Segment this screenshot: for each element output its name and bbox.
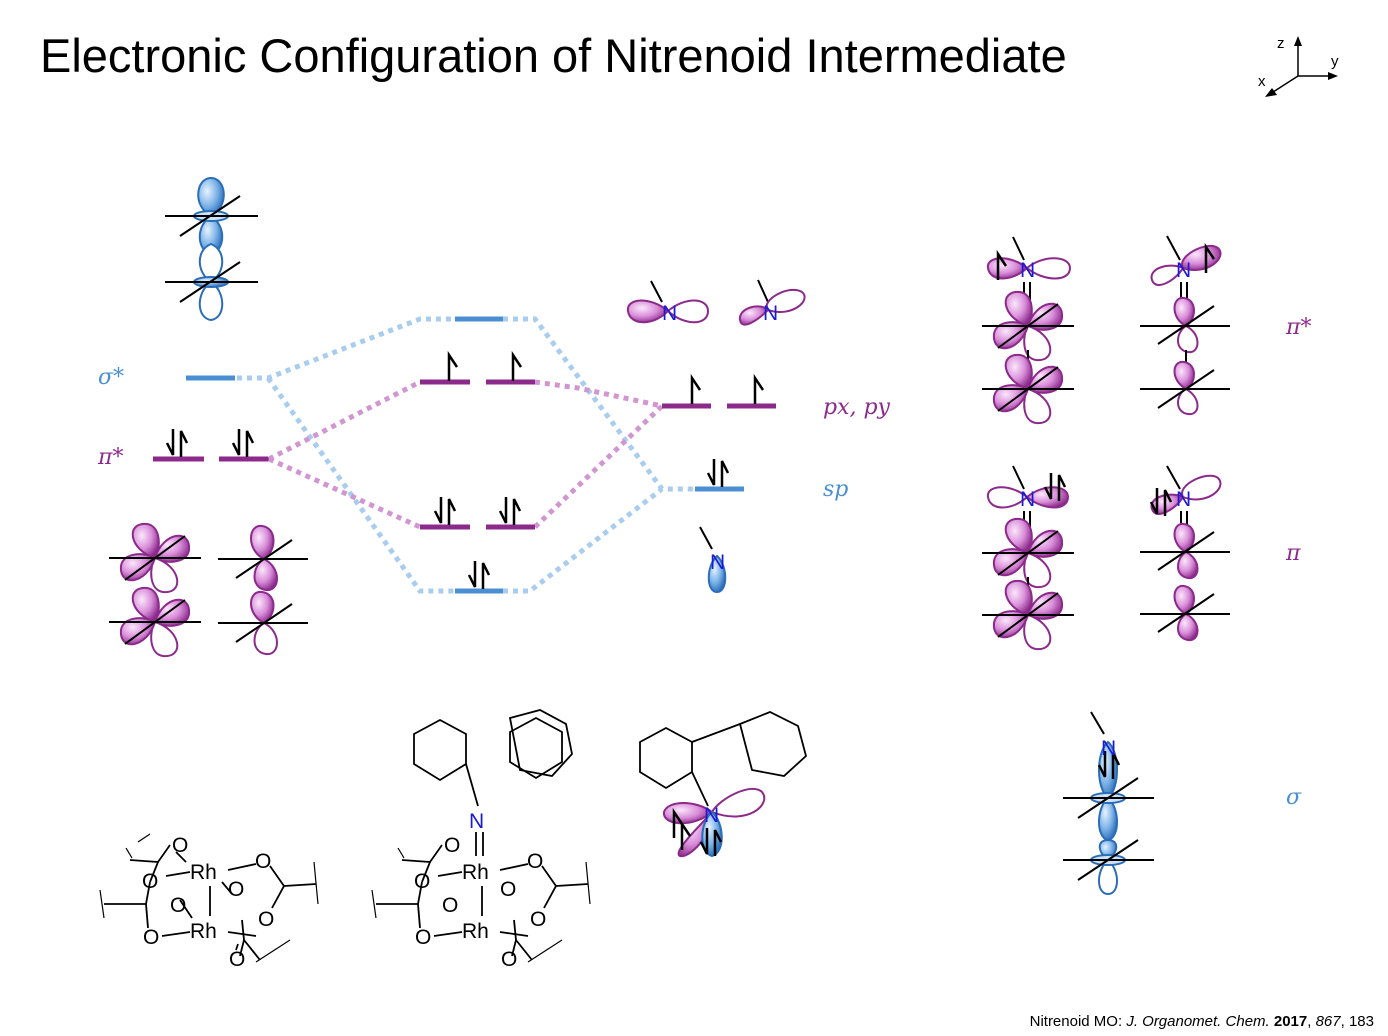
rh2-paddlewheel-structure: [99, 833, 319, 963]
rh2-paddlewheel-labels: Rh Rh O O O O O O O O: [142, 834, 274, 971]
correlation-lines: [237, 316, 695, 594]
oxygen-atom: O: [229, 948, 245, 971]
mo-pi-2-icon: N: [1140, 465, 1230, 642]
sigma-star-label: σ*: [98, 365, 124, 390]
nitrogen-atom: N: [1020, 488, 1035, 511]
citation-page: 183: [1348, 1013, 1374, 1030]
slide-title: Electronic Configuration of Nitrenoid In…: [40, 29, 1067, 82]
nitrogen-atom: N: [662, 302, 677, 325]
oxygen-atom: O: [143, 926, 159, 949]
rh2-pi-star-orbital-icon: [108, 522, 202, 658]
mo-pi-label: π: [1285, 541, 1301, 566]
oxygen-atom: O: [414, 870, 430, 893]
rh-atom: Rh: [462, 861, 489, 884]
axis-y-label: y: [1331, 53, 1339, 70]
oxygen-atom: O: [442, 894, 458, 917]
sp-label: sp: [823, 477, 848, 502]
oxygen-atom: O: [444, 834, 460, 857]
oxygen-atom: O: [170, 894, 186, 917]
citation-year: 2017: [1273, 1013, 1308, 1030]
citation-prefix: Nitrenoid MO:: [1029, 1013, 1127, 1030]
nitrene-py-orbital-icon: N: [738, 279, 806, 326]
rh-atom: Rh: [462, 920, 489, 943]
mo-sigma-label: σ: [1286, 785, 1302, 810]
nitrogen-atom: N: [704, 804, 719, 827]
axis-x-label: x: [1258, 73, 1266, 90]
nitrogen-atom: N: [1176, 259, 1191, 282]
mo-pi-star-2-icon: N: [1140, 235, 1230, 416]
rh2-nitrenoid-structure: [371, 709, 591, 963]
oxygen-atom: O: [255, 850, 271, 873]
biphenyl-nitrene-structure: [639, 711, 808, 807]
nitrogen-atom: N: [710, 551, 725, 574]
electron-pair-icon: [706, 457, 730, 489]
citation-journal: J. Organomet. Chem.: [1126, 1013, 1270, 1030]
mo-pi-star-label: π*: [1285, 315, 1311, 340]
mo-pi-star-1-icon: N: [981, 236, 1075, 425]
mo-pi-1-icon: N: [981, 465, 1075, 651]
rh-atom: Rh: [190, 861, 217, 884]
pxpy-label: px, py: [823, 395, 891, 420]
nitrogen-atom: N: [1020, 259, 1035, 282]
electron-up-icon: [511, 353, 523, 383]
electron-pair-icon: [498, 495, 522, 527]
nitrogen-atom: N: [1176, 488, 1191, 511]
electron-pair-icon: [433, 495, 457, 527]
oxygen-atom: O: [527, 850, 543, 873]
oxygen-atom: O: [258, 908, 274, 931]
axis-z-label: z: [1277, 35, 1285, 52]
oxygen-atom: O: [228, 878, 244, 901]
citation: Nitrenoid MO: J. Organomet. Chem. 2017, …: [1029, 1013, 1374, 1030]
oxygen-atom: O: [415, 926, 431, 949]
nitrene-sp-orbital-icon: N: [699, 526, 727, 594]
citation-volume: 867: [1315, 1013, 1341, 1030]
nitrogen-atom: N: [763, 302, 778, 325]
oxygen-atom: O: [172, 834, 188, 857]
pi-star-label: π*: [97, 445, 123, 470]
nitrogen-atom: N: [469, 810, 484, 833]
electron-up-icon: [690, 376, 702, 406]
oxygen-atom: O: [501, 948, 517, 971]
oxygen-atom: O: [530, 908, 546, 931]
electron-pair-icon: [165, 427, 189, 459]
electron-pair-icon: [467, 559, 491, 591]
electron-pair-icon: [231, 427, 255, 459]
oxygen-atom: O: [142, 870, 158, 893]
biphenyl-nitrene-orbitals-icon: N: [663, 787, 766, 858]
rh2-nitrenoid-labels: N Rh Rh O O O O O O O O: [414, 810, 546, 971]
nitrene-px-orbital-icon: N: [626, 280, 710, 325]
mo-sigma-icon: N: [1063, 711, 1154, 896]
electron-up-icon: [753, 376, 765, 406]
nitrogen-atom: N: [1101, 737, 1116, 760]
axis-icon: z y x: [1258, 35, 1339, 97]
electron-up-icon: [447, 353, 459, 383]
rh2-pi-star-orbital-icon: [218, 524, 308, 656]
rh2-dz2-orbital-icon: [165, 176, 258, 322]
oxygen-atom: O: [500, 878, 516, 901]
rh-atom: Rh: [190, 920, 217, 943]
